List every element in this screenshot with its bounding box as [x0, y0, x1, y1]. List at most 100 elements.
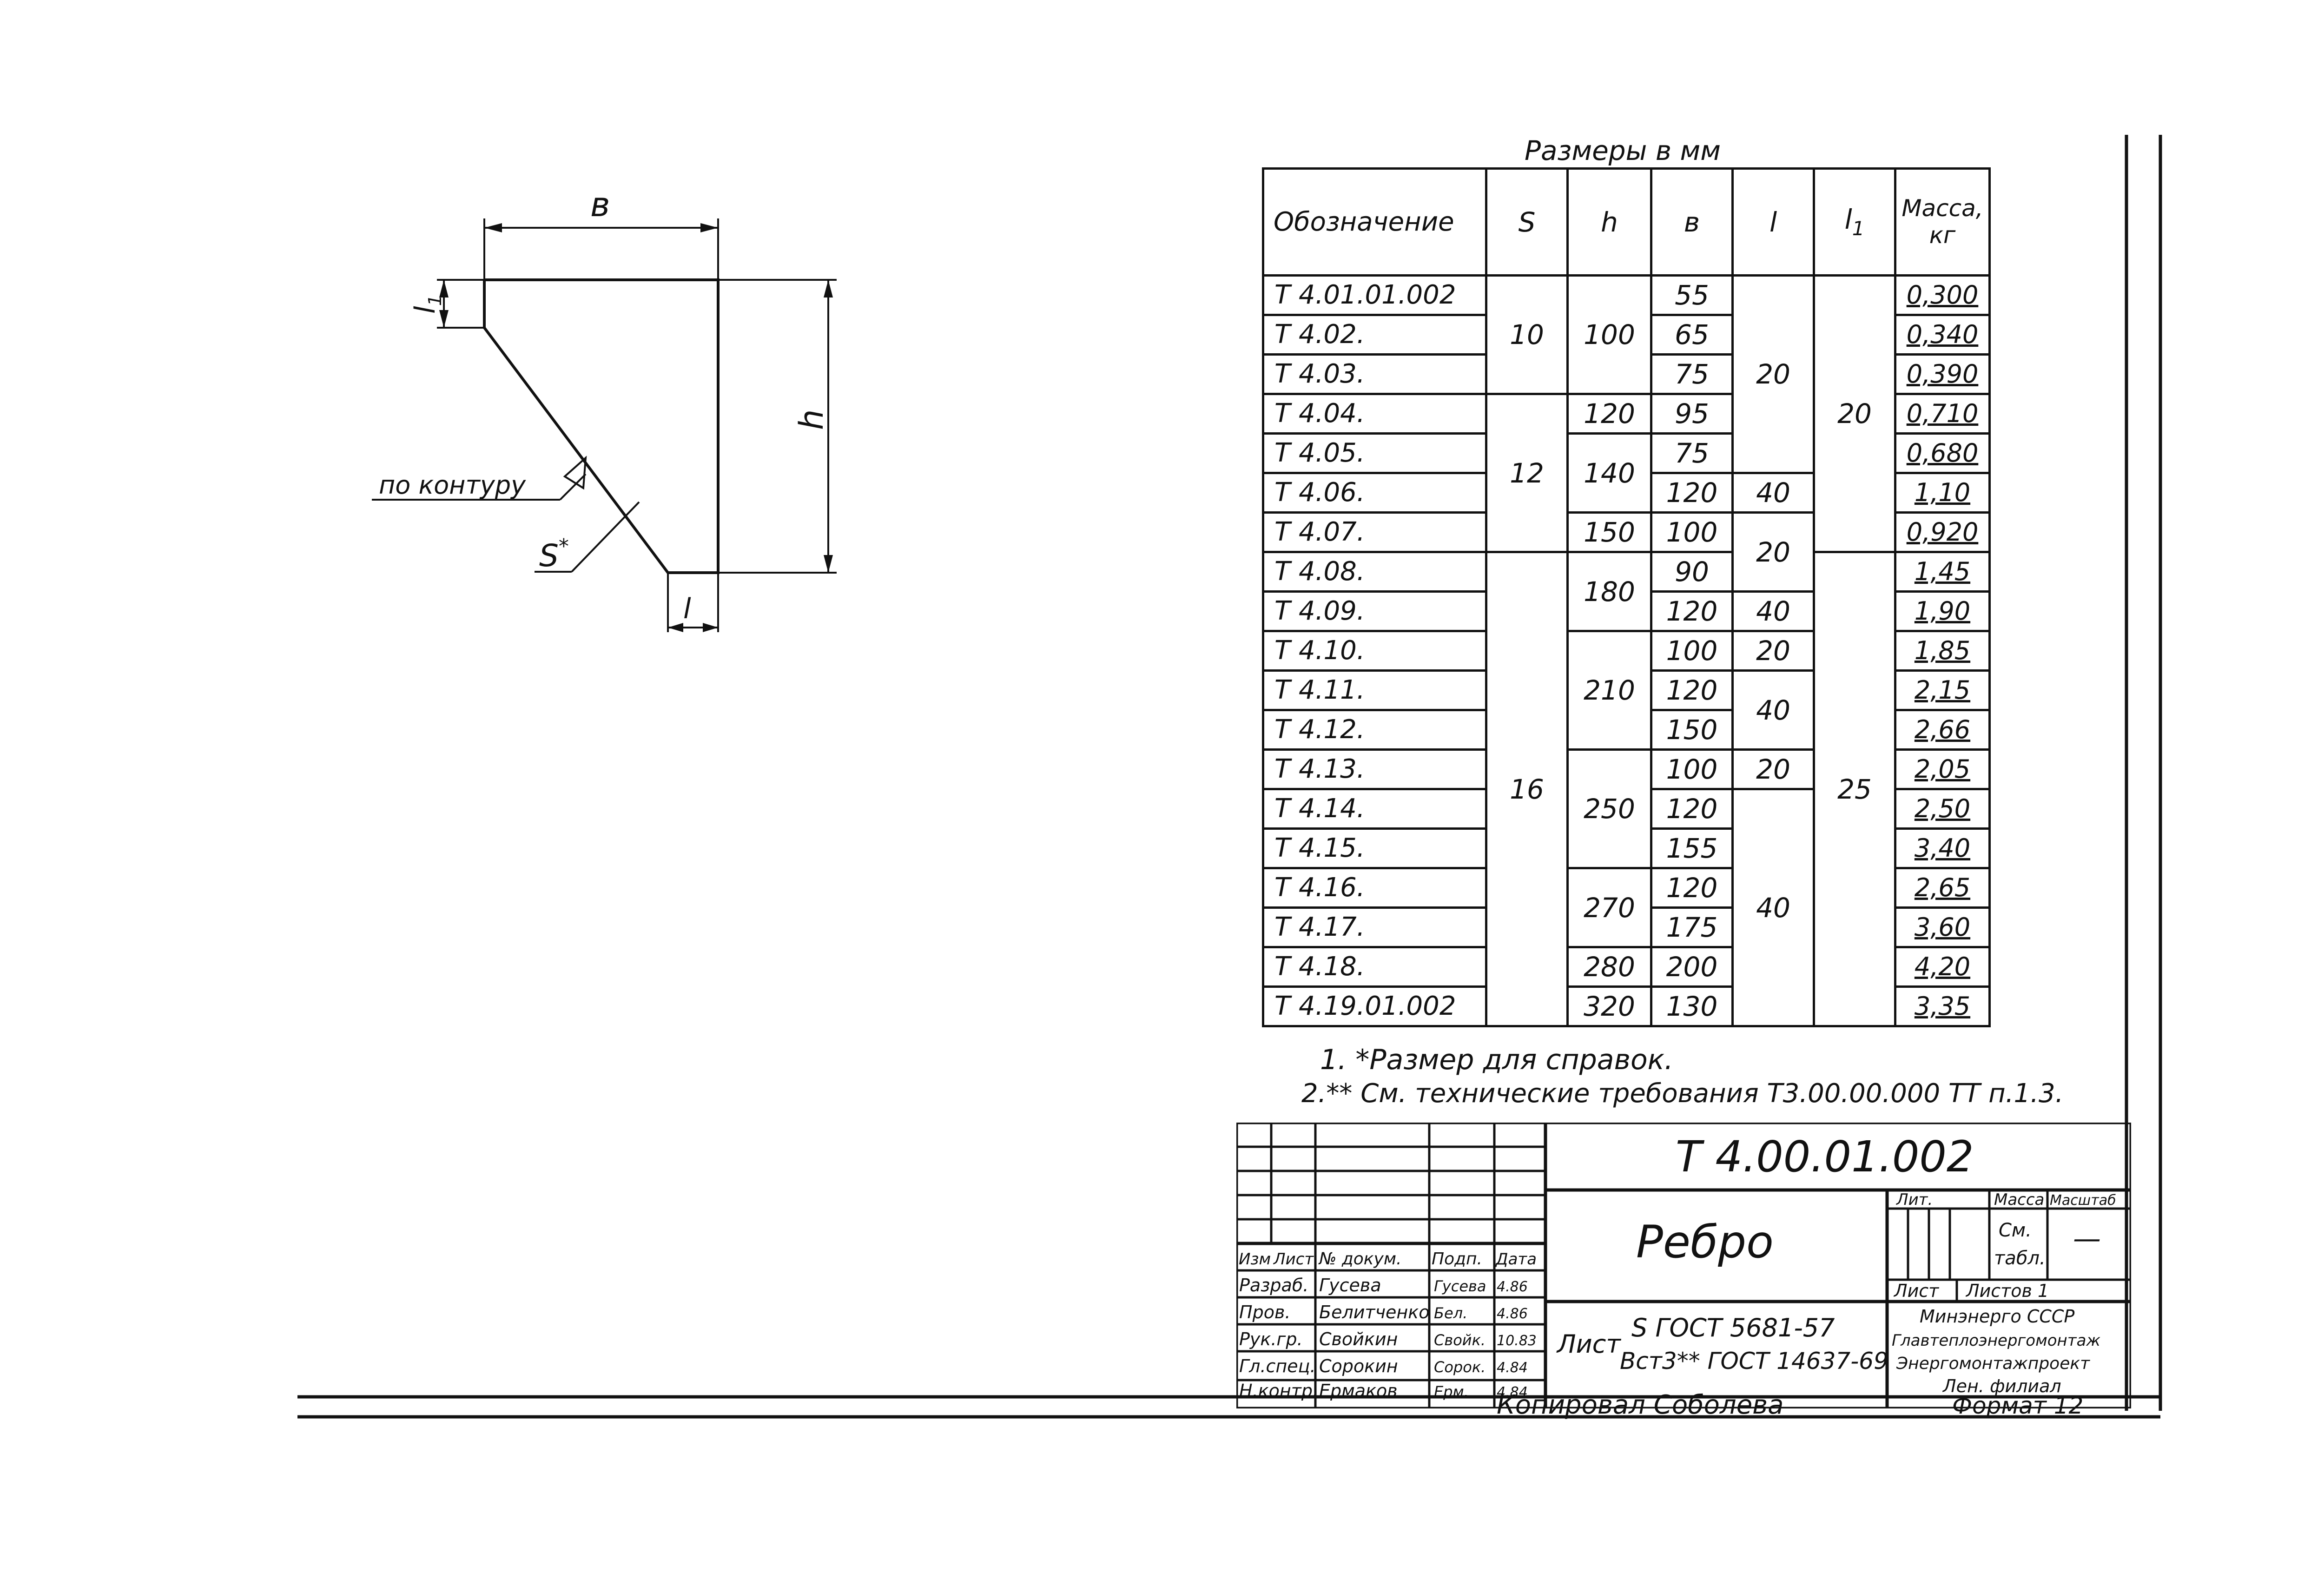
- document-number: Т 4.00.01.002: [1676, 1132, 1974, 1182]
- cell-mass: 0,680: [1894, 432, 1991, 474]
- org-line-1: Минэнерго СССР: [1920, 1306, 2074, 1327]
- cell-mass: 2,50: [1894, 788, 1991, 830]
- cell-designation: Т 4.15.: [1262, 827, 1487, 869]
- cell-mass: 0,340: [1894, 314, 1991, 356]
- cell-h: 150: [1566, 511, 1652, 553]
- cell-designation: Т 4.06.: [1262, 472, 1487, 514]
- header-h: h: [1566, 167, 1652, 277]
- cell-b: 175: [1650, 906, 1734, 948]
- cell-s: 10: [1485, 274, 1569, 395]
- table-row: Т 4.18. 280 200 4,20: [1262, 946, 1991, 988]
- cell-l: 40: [1731, 788, 1815, 1027]
- cell-designation: Т 4.17.: [1262, 906, 1487, 948]
- cell-l: 40: [1731, 472, 1815, 514]
- table-row: Т 4.14. 120 40 2,50: [1262, 788, 1991, 1027]
- cell-designation: Т 4.03.: [1262, 353, 1487, 395]
- staff-name: Свойкин: [1319, 1329, 1398, 1349]
- cell-designation: Т 4.19.01.002: [1262, 985, 1487, 1027]
- table-caption: Размеры в мм: [1525, 135, 1721, 166]
- staff-signature: Сорок.: [1434, 1358, 1486, 1376]
- table-row: Т 4.12. 150 2,66: [1262, 709, 1991, 751]
- staff-date: 4.84: [1497, 1360, 1528, 1376]
- staff-name: Гусева: [1319, 1275, 1381, 1296]
- sheets-count: Листов 1: [1965, 1281, 2049, 1301]
- col-header-mass: Масса: [1994, 1190, 2044, 1209]
- cell-l: 40: [1731, 669, 1815, 751]
- material-prefix: Лист: [1556, 1329, 1621, 1359]
- cell-h: 140: [1566, 432, 1652, 514]
- cell-l: 20: [1731, 748, 1815, 790]
- cell-mass: 3,60: [1894, 906, 1991, 948]
- rev-header-list: Лист: [1273, 1250, 1314, 1269]
- copied-by: Копировал Соболева: [1497, 1390, 1784, 1420]
- staff-date: 4.84: [1497, 1384, 1528, 1401]
- cell-mass: 1,90: [1894, 590, 1991, 632]
- rev-header-izm: Изм: [1239, 1250, 1271, 1269]
- cell-designation: Т 4.16.: [1262, 867, 1487, 909]
- table-row: Т 4.05. 140 75 0,680: [1262, 432, 1991, 514]
- table-row: Т 4.02. 65 0,340: [1262, 314, 1991, 356]
- org-line-3: Энергомонтажпроект: [1896, 1354, 2090, 1373]
- staff-role: Гл.спец.: [1239, 1356, 1316, 1376]
- table-row: Т 4.19.01.002 320 130 3,35: [1262, 985, 1991, 1027]
- cell-h: 100: [1566, 274, 1652, 395]
- sheet-format: Формат 12: [1952, 1392, 2084, 1419]
- header-b: в: [1650, 167, 1734, 277]
- cell-designation: Т 4.05.: [1262, 432, 1487, 474]
- cell-mass: 0,920: [1894, 511, 1991, 553]
- cell-b: 120: [1650, 669, 1734, 711]
- col-header-lit: Лит.: [1895, 1190, 1933, 1209]
- table-row: Т 4.11. 120 40 2,15: [1262, 669, 1991, 751]
- cell-b: 120: [1650, 867, 1734, 909]
- cell-b: 75: [1650, 353, 1734, 395]
- cell-mass: 4,20: [1894, 946, 1991, 988]
- cell-l: 40: [1731, 590, 1815, 632]
- part-name: Ребро: [1636, 1216, 1774, 1268]
- cell-b: 95: [1650, 393, 1734, 435]
- dim-h-label: h: [792, 410, 831, 430]
- cell-h: 210: [1566, 630, 1652, 751]
- header-l: l: [1731, 167, 1815, 277]
- cell-h: 280: [1566, 946, 1652, 988]
- cell-mass: 0,390: [1894, 353, 1991, 395]
- cell-b: 200: [1650, 946, 1734, 988]
- table-row: Т 4.15. 155 3,40: [1262, 827, 1991, 869]
- cell-designation: Т 4.07.: [1262, 511, 1487, 553]
- header-l1: l1: [1813, 167, 1896, 277]
- cell-mass: 2,65: [1894, 867, 1991, 909]
- staff-role: Пров.: [1239, 1302, 1290, 1322]
- cell-designation: Т 4.11.: [1262, 669, 1487, 711]
- dim-l1-label: l1: [409, 295, 445, 314]
- cell-mass: 0,710: [1894, 393, 1991, 435]
- cell-mass: 2,15: [1894, 669, 1991, 711]
- staff-date: 4.86: [1497, 1306, 1528, 1322]
- cell-h: 320: [1566, 985, 1652, 1027]
- rev-header-date: Дата: [1495, 1250, 1537, 1269]
- cell-h: 270: [1566, 867, 1652, 948]
- cell-b: 100: [1650, 630, 1734, 672]
- cell-b: 75: [1650, 432, 1734, 474]
- table-row: Т 4.01.01.002 10 100 55 20 20 0,300: [1262, 274, 1991, 553]
- note-1: 1. *Размер для справок.: [1320, 1044, 1673, 1076]
- sheet-label: Лист: [1893, 1281, 1940, 1301]
- cell-s: 12: [1485, 393, 1569, 553]
- cell-b: 55: [1650, 274, 1734, 316]
- cell-designation: Т 4.09.: [1262, 590, 1487, 632]
- staff-name: Ермаков: [1319, 1381, 1398, 1401]
- material-spec-2: Вст3** ГОСТ 14637-69: [1620, 1348, 1888, 1375]
- table-row: Т 4.10. 210 100 20 1,85: [1262, 630, 1991, 751]
- table-row: Т 4.03. 75 0,390: [1262, 353, 1991, 395]
- cell-s: 16: [1485, 551, 1569, 1027]
- cell-mass: 2,66: [1894, 709, 1991, 751]
- table-row: Т 4.04. 12 120 95 0,710: [1262, 393, 1991, 553]
- cell-designation: Т 4.01.01.002: [1262, 274, 1487, 316]
- table-row: Т 4.09. 120 40 1,90: [1262, 590, 1991, 632]
- staff-rows: Разраб. Гусева Гусева 4.86 Пров. Белитче…: [1239, 1275, 1537, 1376]
- cell-mass: 2,05: [1894, 748, 1991, 790]
- dim-b-label: в: [590, 185, 610, 224]
- mass-value-1: См.: [1999, 1220, 2032, 1241]
- staff-signature: Гусева: [1434, 1277, 1486, 1295]
- cell-designation: Т 4.10.: [1262, 630, 1487, 672]
- cell-designation: Т 4.13.: [1262, 748, 1487, 790]
